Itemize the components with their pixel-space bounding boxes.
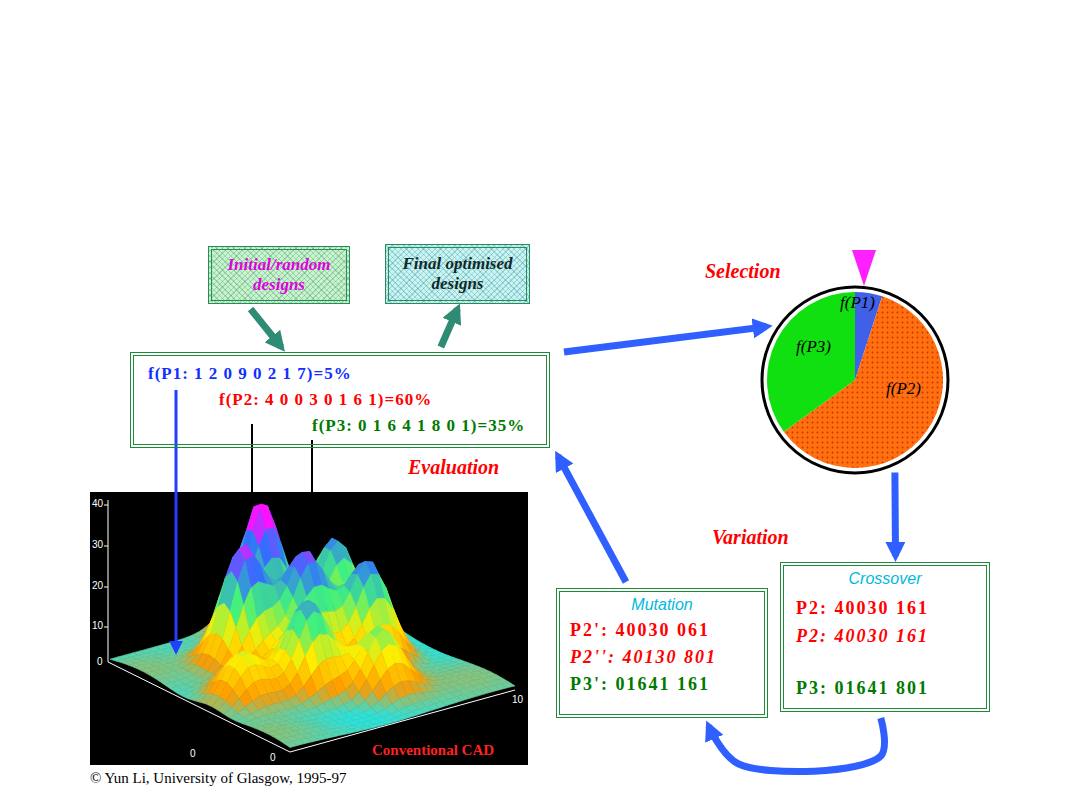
box-title: Mutation — [560, 596, 764, 614]
plot-caption: Conventional CAD — [372, 742, 494, 759]
box-title: Final optimised designs — [397, 254, 518, 293]
chromosome: P2: 40030 161 — [796, 598, 929, 619]
axis-tick: 20 — [92, 580, 103, 592]
copyright-note: © Yun Li, University of Glasgow, 1995-97 — [90, 770, 347, 787]
chromosome: P3': 01641 161 — [570, 674, 710, 695]
chromosome: P2': 40030 061 — [570, 620, 710, 641]
axis-tick: 10 — [92, 620, 103, 632]
fitness-line: f(P2: 4 0 0 3 0 1 6 1)=60% — [219, 390, 432, 410]
slice-label: f(P3) — [796, 337, 831, 357]
axis-tick: 30 — [92, 539, 103, 551]
chromosome: P3: 01641 801 — [796, 678, 929, 699]
start-box: Initial/random designs — [208, 246, 350, 304]
roulette-wheel: f(P1) f(P3) f(P2) — [760, 285, 950, 475]
slice-label: f(P2) — [886, 379, 921, 399]
pie-slice — [767, 292, 855, 432]
chromosome: P2'': 40130 801 — [570, 647, 717, 668]
evaluation-box: f(P1: 1 2 0 9 0 2 1 7)=5% f(P2: 4 0 0 3 0… — [130, 352, 550, 448]
stage-label: Selection — [705, 260, 781, 283]
crossover-box: CrossoverP2: 40030 161P2: 40030 161P3: 0… — [780, 562, 990, 712]
axis-tick: 40 — [92, 498, 103, 510]
box-title: Crossover — [784, 570, 986, 588]
flow-arrow — [891, 472, 899, 556]
fitness-line: f(P3: 0 1 6 4 1 8 0 1)=35% — [312, 416, 525, 436]
surface-facet — [284, 741, 298, 747]
surface-plot — [110, 504, 515, 747]
stage-label: Evaluation — [408, 456, 499, 479]
mutation-box: MutationP2': 40030 061P2'': 40130 801P3'… — [556, 588, 768, 718]
chromosome: P2: 40030 161 — [796, 626, 929, 647]
slice-label: f(P1) — [840, 293, 875, 313]
selection-pointer — [852, 250, 876, 286]
flow-arrow — [564, 327, 767, 352]
fitness-line: f(P1: 1 2 0 9 0 2 1 7)=5% — [148, 364, 352, 384]
flow-arrow — [441, 309, 458, 347]
result-box: Final optimised designs — [385, 244, 530, 304]
flow-arrow — [709, 718, 885, 772]
flow-arrow — [251, 309, 282, 347]
axis-tick: 10 — [512, 694, 523, 706]
stage-label: Variation — [712, 526, 789, 549]
flow-arrow — [558, 456, 626, 582]
plot-background — [90, 492, 528, 765]
pie-shape — [760, 285, 950, 475]
axis-tick: 0 — [190, 748, 196, 760]
plot-axes — [104, 500, 515, 752]
pointer-line — [175, 390, 178, 652]
axis-tick: 0 — [97, 656, 103, 668]
wheel-rim — [762, 287, 948, 473]
axis-tick: 0 — [270, 752, 276, 764]
box-title: Initial/random designs — [220, 255, 338, 294]
pointer-line — [251, 424, 253, 492]
